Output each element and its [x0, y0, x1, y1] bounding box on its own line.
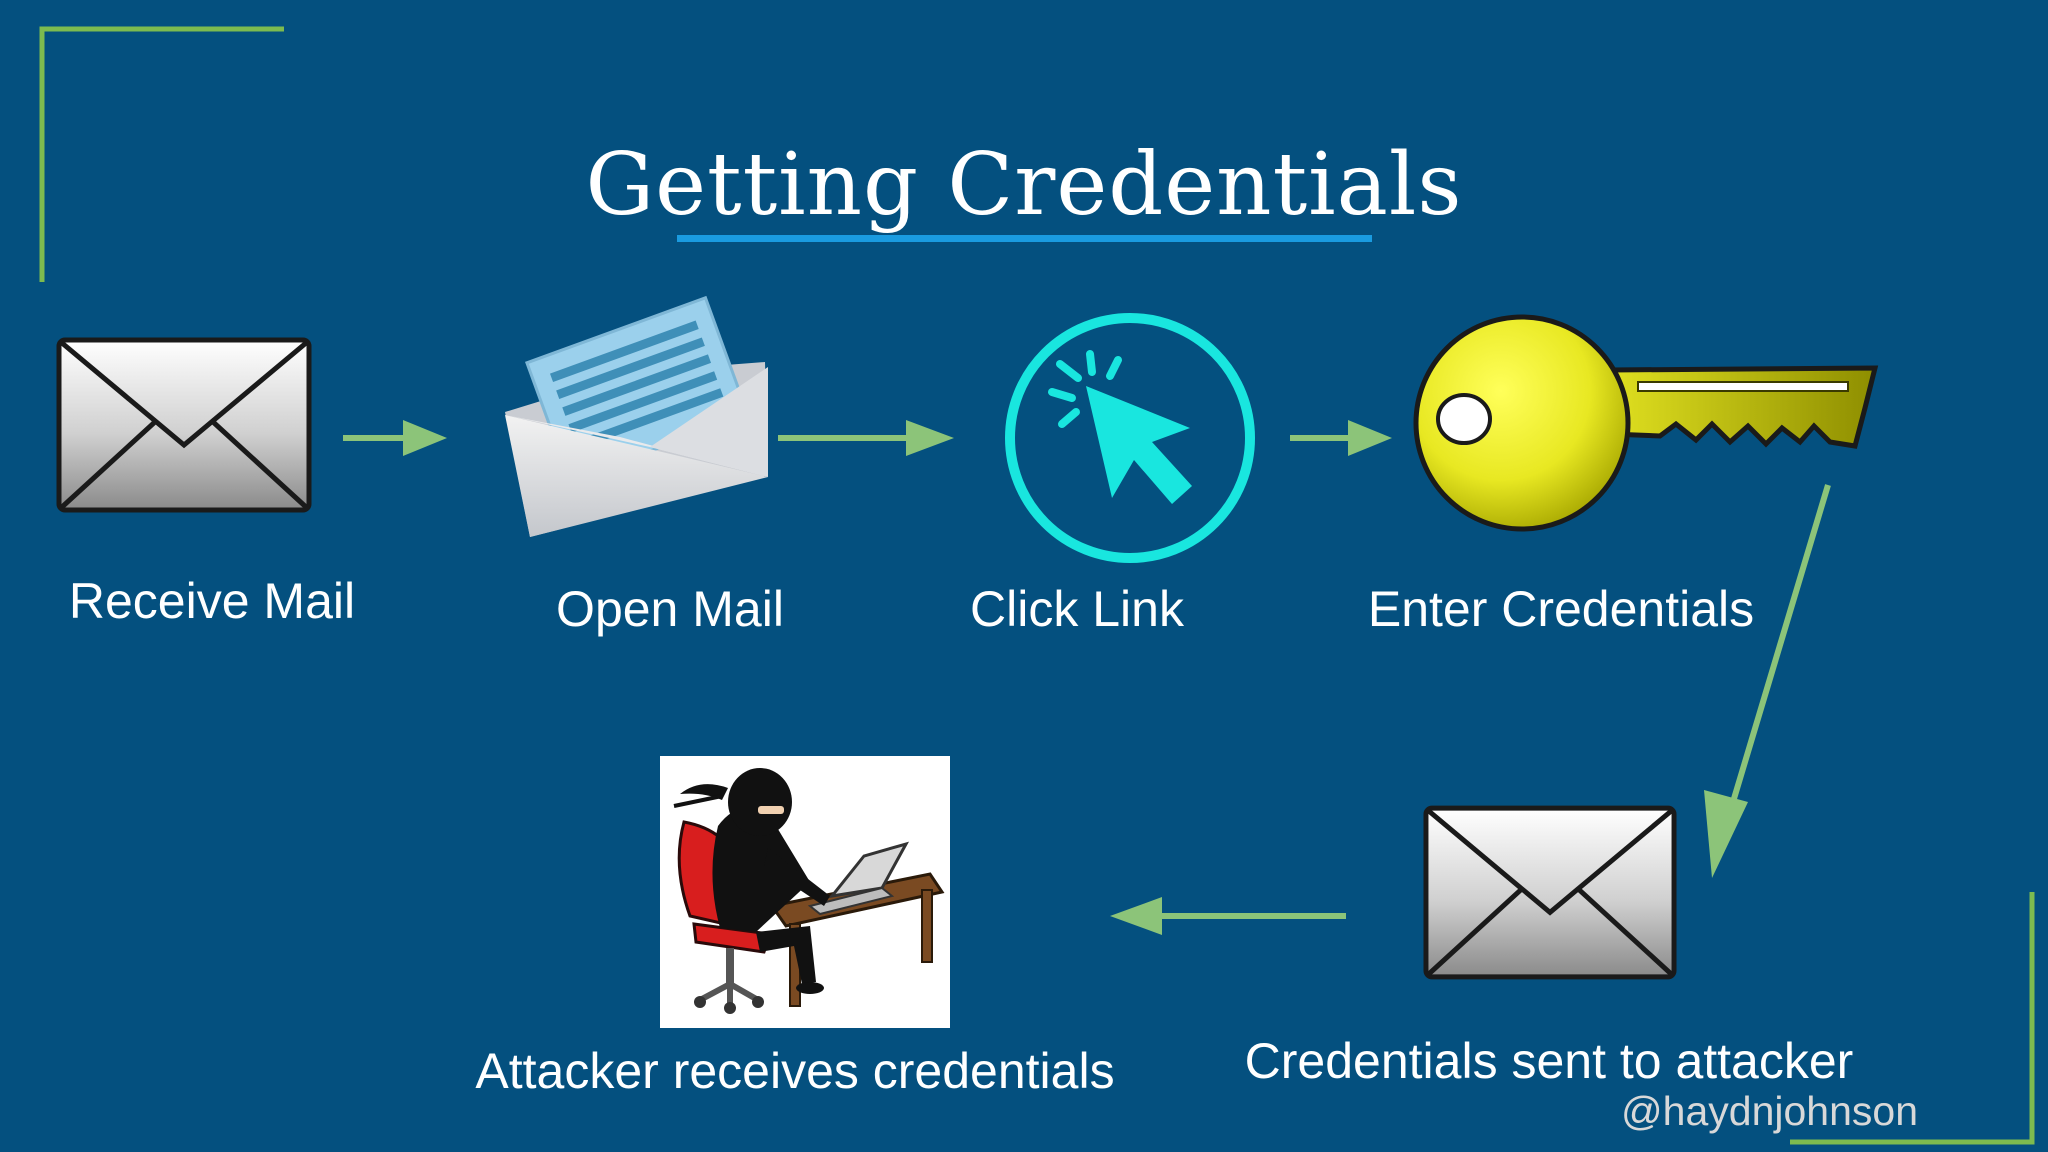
hacker-at-laptop-image: [660, 756, 950, 1028]
arrow-right-icon: [778, 420, 954, 456]
corner-frame-bottom-right: [1790, 892, 2035, 1145]
closed-envelope-icon: [1423, 805, 1677, 980]
step-label-credentials-sent: Credentials sent to attacker: [1244, 1033, 1854, 1089]
arrow-down-icon: [1704, 484, 1831, 878]
cursor-click-icon: [1005, 313, 1255, 563]
step-label-open-mail: Open Mail: [556, 581, 784, 637]
arrow-right-icon: [343, 420, 447, 456]
page-title: Getting Credentials: [585, 135, 1463, 235]
closed-envelope-icon: [56, 337, 312, 513]
step-label-attacker-receives: Attacker receives credentials: [475, 1043, 1115, 1099]
open-envelope-icon: [505, 295, 768, 537]
key-icon: [1413, 314, 1879, 532]
arrow-left-icon: [1110, 897, 1346, 935]
arrow-right-icon: [1290, 420, 1392, 456]
author-handle: @haydnjohnson: [1621, 1088, 1918, 1134]
step-label-receive-mail: Receive Mail: [68, 573, 356, 629]
corner-frame-top-left: [39, 26, 284, 282]
step-label-click-link: Click Link: [970, 581, 1184, 637]
step-label-enter-credentials: Enter Credentials: [1367, 581, 1755, 637]
title-underline: [677, 235, 1372, 242]
